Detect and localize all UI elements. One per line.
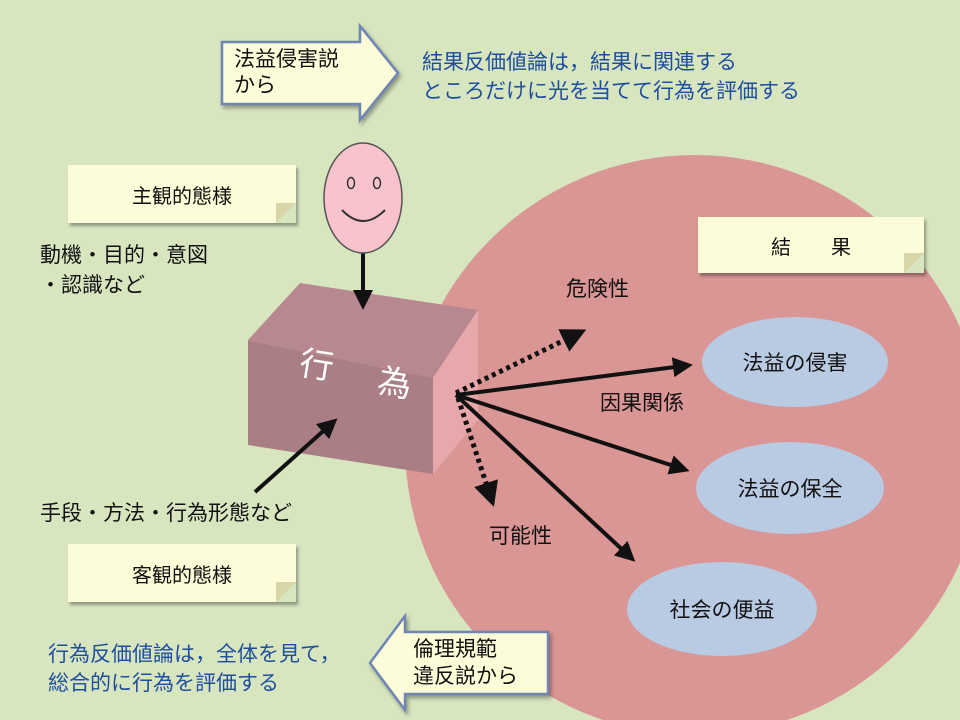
subjective-label: 主観的態様 xyxy=(132,183,232,208)
subjective-items-line2: ・認識など xyxy=(40,273,145,297)
subjective-items: 動機・目的・意図 ・認識など xyxy=(40,240,208,300)
action-box-top xyxy=(248,283,478,378)
face-right-eye xyxy=(372,176,382,190)
subjective-note: 主観的態様 xyxy=(68,165,296,223)
top-arrow-line2: から xyxy=(234,73,276,97)
preservation-arrow xyxy=(455,393,690,475)
benefit-arrow xyxy=(454,393,636,562)
outcome-preservation-label: 法益の保全 xyxy=(737,477,843,501)
top-arrow-label: 法益侵害説 から xyxy=(234,46,339,98)
bottom-arrow-label: 倫理規範 違反説から xyxy=(413,636,518,690)
bottom-arrow-line2: 違反説から xyxy=(413,664,518,688)
outcome-infringement-label: 法益の侵害 xyxy=(742,351,848,375)
infringement-arrow xyxy=(455,357,693,397)
bottom-explanation: 行為反価値論は，全体を見て， 総合的に行為を評価する xyxy=(48,640,341,698)
subjective-items-line1: 動機・目的・意図 xyxy=(40,243,208,267)
outcome-benefit-label: 社会の便益 xyxy=(669,598,775,622)
result-label: 結 果 xyxy=(771,234,851,259)
face-left-eye xyxy=(346,176,356,190)
objective-label: 客観的態様 xyxy=(132,562,232,587)
result-circle xyxy=(405,155,960,720)
top-explanation-line2: ところだけに光を当てて行為を評価する xyxy=(422,79,800,103)
bottom-arrow-line1: 倫理規範 xyxy=(413,637,497,661)
bottom-explanation-line2: 総合的に行為を評価する xyxy=(48,671,279,695)
face xyxy=(323,142,403,254)
result-note: 結 果 xyxy=(698,217,924,273)
face-smile xyxy=(341,209,386,222)
possibility-label: 可能性 xyxy=(489,524,552,548)
danger-arrow xyxy=(454,329,587,396)
bottom-block-arrow xyxy=(368,612,550,714)
outcome-benefit: 社会の便益 xyxy=(627,562,817,656)
top-explanation-line1: 結果反価値論は，結果に関連する xyxy=(422,50,737,74)
means-text: 手段・方法・行為形態など xyxy=(40,501,292,525)
top-explanation: 結果反価値論は，結果に関連する ところだけに光を当てて行為を評価する xyxy=(422,48,800,106)
causation-label: 因果関係 xyxy=(600,391,684,415)
possibility-arrow xyxy=(455,397,498,507)
outcome-preservation: 法益の保全 xyxy=(696,442,884,534)
outcome-infringement: 法益の侵害 xyxy=(702,317,888,407)
top-block-arrow xyxy=(220,22,400,124)
means-to-action-arrow xyxy=(253,418,338,494)
action-box-front xyxy=(248,340,433,474)
objective-note: 客観的態様 xyxy=(68,544,296,602)
action-box-side xyxy=(433,310,478,474)
danger-label: 危険性 xyxy=(566,277,629,301)
top-arrow-line1: 法益侵害説 xyxy=(234,47,339,71)
bottom-explanation-line1: 行為反価値論は，全体を見て， xyxy=(48,642,341,666)
